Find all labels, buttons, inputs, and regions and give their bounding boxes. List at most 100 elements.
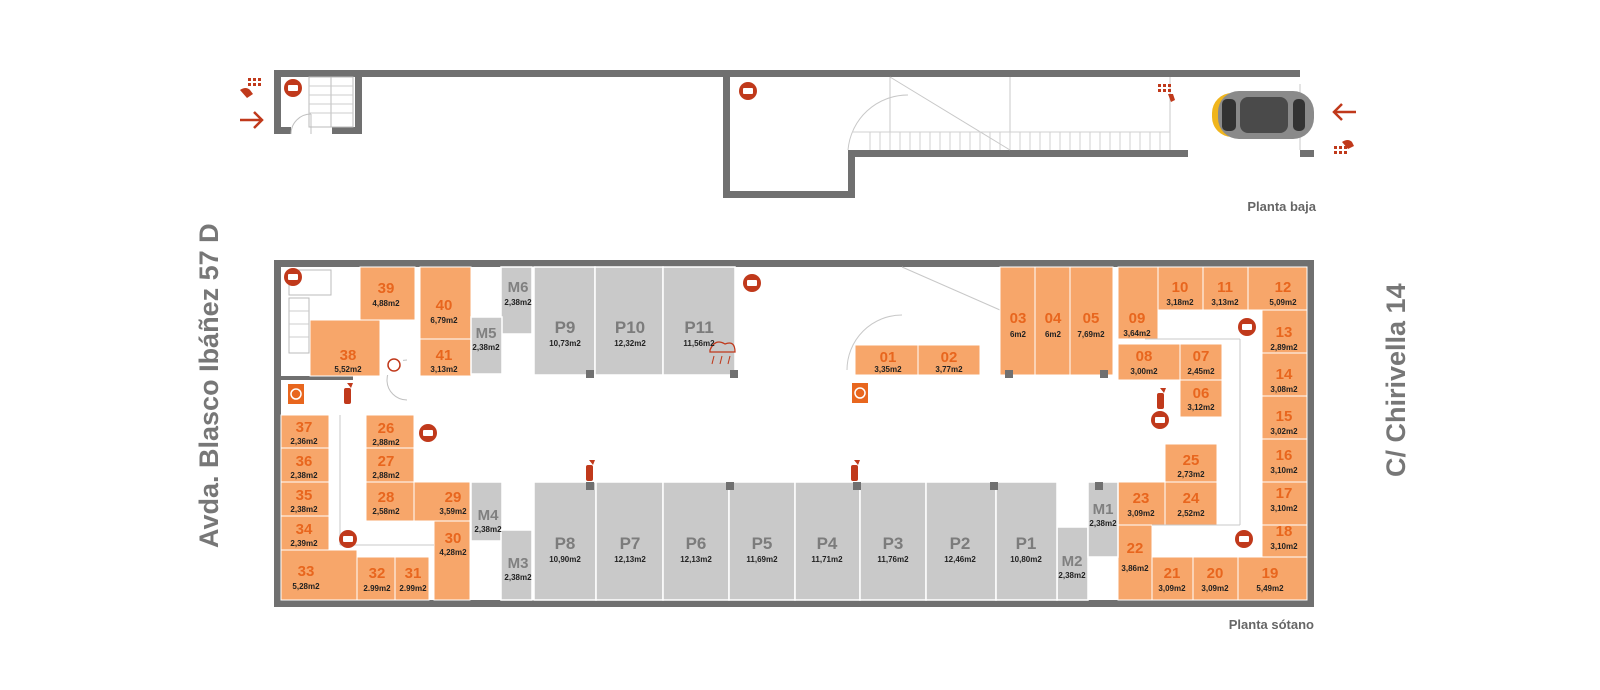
storage-area: 4,88m2	[372, 299, 400, 308]
storage-area: 2,89m2	[1270, 343, 1298, 352]
storage-area: 2,38m2	[290, 505, 318, 514]
storage-number: 27	[378, 453, 395, 470]
storage-number: 05	[1083, 310, 1100, 327]
fire-extinguisher-icon	[586, 460, 595, 481]
parking-area: 11,71m2	[811, 555, 843, 564]
storage-number: 17	[1276, 485, 1293, 502]
motorbike-area: 2,38m2	[504, 298, 532, 307]
stairs	[308, 76, 354, 128]
storage-area: 2.99m2	[399, 584, 427, 593]
storage-number: 12	[1275, 279, 1292, 296]
parking-number: P3	[883, 534, 904, 553]
camera-icon	[743, 274, 761, 292]
storage-number: 18	[1276, 523, 1293, 540]
storage-number: 15	[1276, 408, 1293, 425]
storage-area: 3,77m2	[935, 365, 963, 374]
storage-area: 3,13m2	[430, 365, 458, 374]
camera-icon	[1238, 318, 1256, 336]
storage-area: 3,09m2	[1127, 509, 1155, 518]
camera-icon	[284, 79, 302, 97]
storage-area: 5,52m2	[334, 365, 362, 374]
storage-number: 28	[378, 489, 395, 506]
parking-spaces	[533, 266, 1058, 601]
storage-area: 2,88m2	[372, 438, 400, 447]
parking-area: 11,56m2	[683, 339, 715, 348]
storage-area: 3,10m2	[1270, 504, 1298, 513]
storage-number: 40	[436, 297, 453, 314]
storage-area: 2,45m2	[1187, 367, 1215, 376]
storage-area: 3,08m2	[1270, 385, 1298, 394]
storage-number: 38	[340, 347, 357, 364]
storage-area: 2,73m2	[1177, 470, 1205, 479]
storage-area: 2,88m2	[372, 471, 400, 480]
storage-area: 6m2	[1010, 330, 1027, 339]
storage-number: 02	[941, 349, 958, 366]
ventilation-icon	[709, 341, 736, 365]
parking-area: 12,13m2	[680, 555, 712, 564]
storage-units	[280, 266, 1308, 601]
street-name-left: Avda. Blasco Ibáñez 57 D	[194, 223, 224, 548]
storage-area: 3,02m2	[1270, 427, 1298, 436]
arrow-left-icon	[1332, 103, 1356, 121]
storage-number: 34	[296, 521, 313, 538]
ground-floor-plan: Planta baja	[240, 70, 1356, 214]
storage-number: 26	[378, 420, 395, 437]
storage-number: 23	[1133, 490, 1150, 507]
storage-number: 14	[1276, 366, 1293, 383]
storage-area: 3,12m2	[1187, 403, 1215, 412]
storage-area: 3,13m2	[1211, 298, 1239, 307]
parking-area: 12,13m2	[614, 555, 646, 564]
storage-area: 4,28m2	[439, 548, 467, 557]
storage-number: 25	[1183, 452, 1200, 469]
access-keypad-icon	[240, 78, 261, 98]
storage-number: 37	[296, 419, 313, 436]
parking-number: P5	[752, 534, 773, 553]
parking-area: 11,69m2	[746, 555, 778, 564]
fire-hose-icon	[385, 355, 403, 375]
storage-area: 3,09m2	[1201, 584, 1229, 593]
storage-area: 2,58m2	[372, 507, 400, 516]
motorbike-number: M6	[508, 279, 529, 296]
storage-number: 39	[378, 280, 395, 297]
motorbike-area: 2,38m2	[1058, 571, 1086, 580]
storage-area: 3,59m2	[439, 507, 467, 516]
motorbike-number: M5	[476, 325, 497, 342]
parking-number: P1	[1016, 534, 1037, 553]
storage-number: 11	[1217, 279, 1233, 296]
fire-hose-icon	[288, 384, 304, 404]
parking-area: 12,32m2	[614, 339, 646, 348]
storage-number: 32	[369, 565, 386, 582]
fire-hose-icon	[852, 383, 868, 403]
fire-extinguisher-icon	[344, 383, 353, 404]
parking-number: P11	[684, 318, 713, 337]
storage-number: 07	[1193, 348, 1210, 365]
storage-number: 09	[1129, 310, 1146, 327]
fire-extinguisher-icon	[1157, 388, 1166, 409]
ground-floor-caption: Planta baja	[1247, 199, 1316, 214]
storage-area: 3,10m2	[1270, 542, 1298, 551]
storage-number: 01	[880, 349, 897, 366]
storage-area: 3,64m2	[1123, 329, 1151, 338]
storage-number: 13	[1276, 324, 1293, 341]
storage-area: 5,09m2	[1269, 298, 1297, 307]
storage-area: 6m2	[1045, 330, 1062, 339]
parking-number: P10	[615, 318, 645, 337]
storage-area: 7,69m2	[1077, 330, 1105, 339]
parking-area: 10,80m2	[1010, 555, 1042, 564]
storage-area: 2,38m2	[290, 471, 318, 480]
camera-icon	[1235, 530, 1253, 548]
parking-number: P8	[555, 534, 576, 553]
storage-area: 3,35m2	[874, 365, 902, 374]
storage-number: 08	[1136, 348, 1153, 365]
storage-number: 24	[1183, 490, 1200, 507]
motorbike-number: M2	[1062, 553, 1083, 570]
storage-number: 03	[1010, 310, 1027, 327]
storage-number: 16	[1276, 447, 1293, 464]
parking-area: 12,46m2	[944, 555, 976, 564]
storage-number: 41	[436, 347, 453, 364]
access-keypad-icon	[1334, 140, 1354, 154]
storage-number: 21	[1164, 565, 1181, 582]
motorbike-area: 2,38m2	[1089, 519, 1117, 528]
storage-area: 2,36m2	[290, 437, 318, 446]
